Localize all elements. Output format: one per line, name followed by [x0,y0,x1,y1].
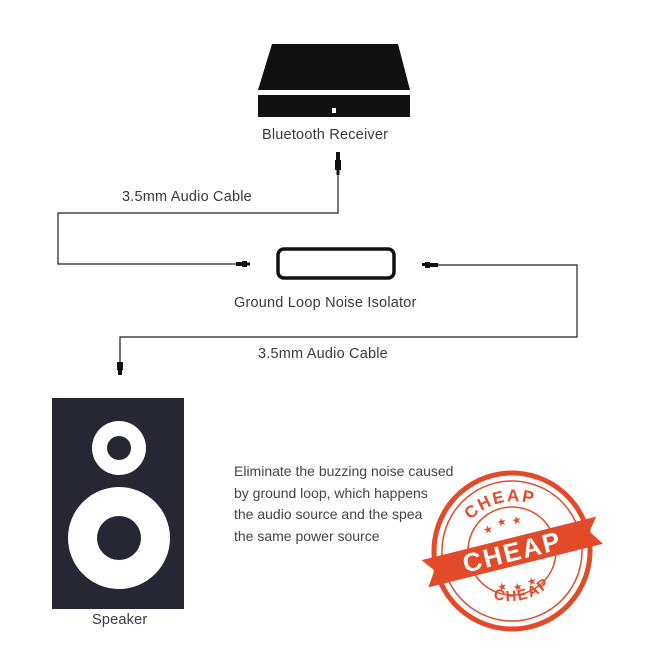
description-line: the same power source [234,527,380,544]
svg-text:★: ★ [511,580,524,595]
svg-text:★: ★ [482,522,495,537]
noise-isolator-device [276,247,396,280]
svg-text:★: ★ [510,513,523,528]
svg-text:★: ★ [526,574,539,589]
description-line: the audio source and the spea [234,506,423,522]
description-line: Eliminate the buzzing noise caused [234,463,454,479]
cable-top-label: 3.5mm Audio Cable [122,189,252,205]
stamp-banner [421,516,603,588]
cable-top [57,175,339,265]
description-line: by ground loop, which happens [234,484,428,501]
jack-isolator-right-plug [422,262,438,268]
description-text: Eliminate the buzzing noise caused by gr… [234,461,534,547]
cable-bottom [119,264,578,362]
cable-bottom-label: 3.5mm Audio Cable [258,346,388,362]
jack-speaker-plug [117,362,123,375]
cheap-stamp: CHEAP CHEAP ★★★ ★★★ CHEAP [421,470,603,632]
stamp-stars-top: ★★★ [482,513,523,537]
svg-text:★: ★ [496,579,509,594]
jack-isolator-left-plug [236,261,250,267]
isolator-label: Ground Loop Noise Isolator [234,295,417,311]
receiver-label: Bluetooth Receiver [262,127,389,143]
speaker-device [52,398,184,609]
jack-receiver-plug [335,152,341,175]
speaker-label: Speaker [92,612,148,628]
stamp-stars-bottom: ★★★ [496,574,539,595]
svg-text:★: ★ [495,515,508,530]
bluetooth-receiver-device [258,44,410,117]
